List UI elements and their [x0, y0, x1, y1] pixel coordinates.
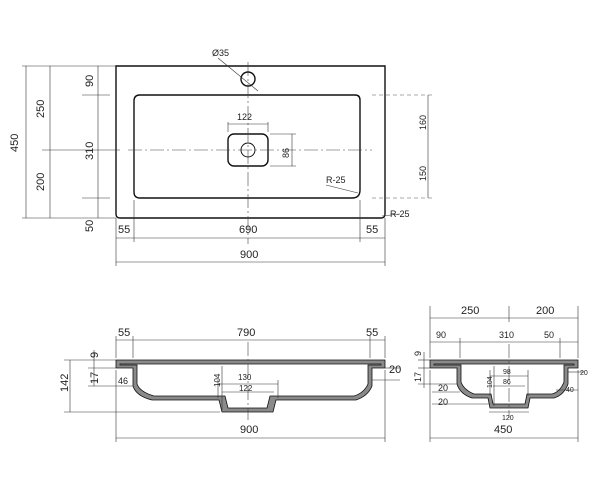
top-front-margin: 50 [84, 220, 96, 232]
front-drain-inner: 122 [239, 384, 253, 393]
top-right-margin: 55 [366, 224, 378, 236]
top-left-margin: 55 [118, 224, 130, 236]
front-rim-top: 9 [89, 352, 101, 358]
top-outer-radius: R-25 [390, 209, 410, 219]
front-section-profile [115, 359, 386, 413]
top-bowl-depth: 310 [84, 142, 96, 160]
front-drain-depth: 104 [213, 373, 222, 387]
top-right-lower: 150 [418, 166, 428, 181]
side-right-edge: 20 [580, 370, 588, 377]
side-lower-depth: 200 [536, 305, 554, 317]
front-section: 55 790 55 142 9 17 46 104 130 122 20 900 [59, 327, 401, 442]
front-bowl-width: 790 [237, 327, 255, 339]
top-right-upper: 160 [418, 115, 428, 130]
front-right-margin: 55 [366, 327, 378, 339]
side-rim-lower: 17 [413, 372, 423, 382]
side-left-edge-a: 20 [438, 383, 448, 393]
side-right-depth: 40 [566, 387, 574, 394]
front-left-margin: 55 [118, 327, 130, 339]
side-section-profile [429, 359, 579, 409]
top-view-outer-outline [115, 65, 386, 219]
side-drain-outer: 98 [503, 369, 511, 376]
top-view: Ø35 122 86 R-25 R-25 450 250 200 90 310 … [9, 48, 432, 266]
side-drain-depth: 104 [487, 376, 494, 388]
top-lower-depth: 200 [35, 173, 47, 191]
side-rim-top: 9 [413, 351, 423, 356]
top-bowl-width: 690 [239, 224, 257, 236]
side-drain-base: 120 [502, 415, 514, 422]
top-overall-width: 900 [240, 249, 258, 261]
side-overall-width: 450 [494, 424, 512, 436]
top-overall-depth: 450 [9, 134, 21, 152]
top-view-bowl-outline [133, 94, 361, 199]
side-section: 250 200 90 310 50 9 17 104 98 86 120 20 … [413, 305, 588, 442]
top-drain-width: 122 [237, 112, 252, 122]
side-left-edge-b: 20 [438, 397, 448, 407]
front-rim-lower: 17 [89, 372, 101, 384]
side-upper-depth: 250 [461, 305, 479, 317]
front-total-height: 142 [59, 374, 71, 392]
side-right-margin: 50 [544, 330, 554, 340]
top-rear-margin: 90 [84, 75, 96, 87]
side-left-margin: 90 [436, 330, 446, 340]
front-drain-outer: 130 [238, 373, 252, 382]
front-bowl-offset: 46 [118, 376, 128, 386]
front-right-edge: 20 [389, 364, 401, 376]
front-overall-width: 900 [240, 424, 258, 436]
top-tap-hole-diameter: Ø35 [212, 48, 229, 58]
top-upper-depth: 250 [35, 100, 47, 118]
side-bowl-depth: 310 [499, 330, 514, 340]
side-drain-inner: 86 [503, 379, 511, 386]
top-drain-height: 86 [281, 148, 291, 158]
top-inner-radius: R-25 [326, 175, 346, 185]
